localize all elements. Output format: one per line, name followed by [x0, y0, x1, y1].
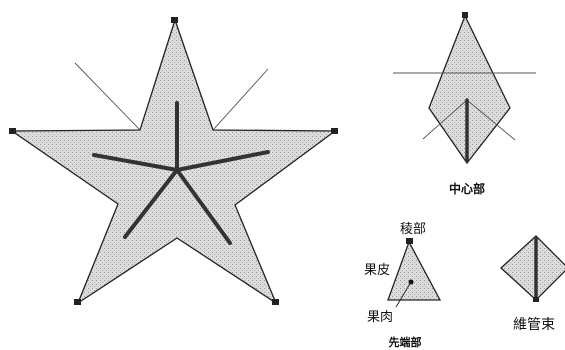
division-line-left [75, 63, 140, 130]
vascular-bundle-label: 維管束 [513, 317, 555, 333]
tip-part-label: 先端部 [389, 335, 422, 349]
center-part-tip-marker [462, 12, 468, 18]
pericarp-label: 果皮 [364, 263, 390, 278]
star-outline [12, 20, 335, 303]
tip-part-outline [388, 242, 440, 300]
center-part-segment: 中心部 [393, 12, 536, 196]
tip-marker-bottom-left [74, 299, 81, 305]
star-cross-section [9, 17, 338, 305]
tip-marker-top [171, 17, 178, 23]
center-part-outline [429, 16, 510, 163]
tip-part-segment: 稜部 果皮 果肉 先端部 [364, 222, 440, 349]
vascular-bundle-segment: 維管束 [501, 236, 565, 333]
flesh-label: 果肉 [367, 310, 393, 325]
tip-marker-left [9, 128, 16, 134]
vascular-bundle-tip-marker [533, 297, 539, 302]
vascular-bundle-outline [501, 236, 565, 300]
tip-part-tip-marker [406, 238, 413, 244]
ridge-part-label: 稜部 [400, 222, 426, 237]
division-line-right [213, 69, 268, 130]
tip-marker-right [331, 128, 338, 134]
center-part-label: 中心部 [449, 181, 485, 196]
tip-marker-bottom-right [272, 299, 279, 305]
